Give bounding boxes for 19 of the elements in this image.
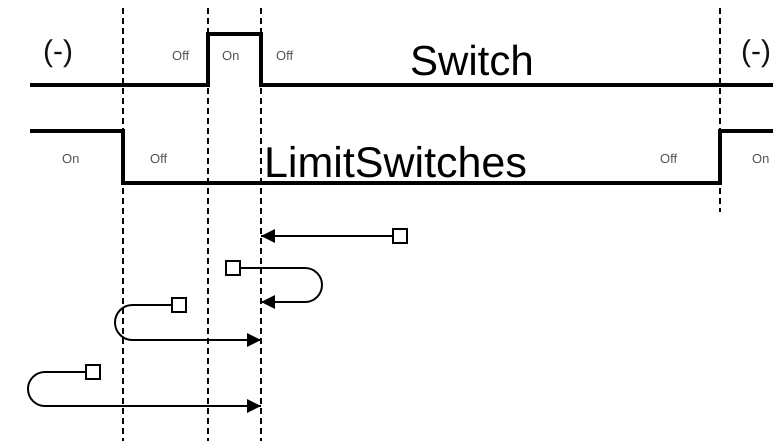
state-label: Off [276, 49, 294, 62]
signal-name: Switch [410, 40, 534, 82]
state-label: Off [660, 152, 678, 165]
state-label: On [752, 152, 770, 165]
state-label: (-) [741, 37, 771, 67]
start-square [171, 297, 187, 313]
arrow [27, 371, 261, 413]
arrow [241, 267, 323, 309]
start-square [392, 228, 408, 244]
state-label: Off [150, 152, 168, 165]
state-label: On [222, 49, 240, 62]
arrow [261, 229, 392, 243]
start-square [225, 260, 241, 276]
arrow [114, 304, 261, 347]
state-label: On [62, 152, 80, 165]
state-label: (-) [43, 37, 73, 67]
state-label: Off [172, 49, 190, 62]
signal-name: LimitSwitches [264, 142, 527, 185]
start-square [85, 364, 101, 380]
